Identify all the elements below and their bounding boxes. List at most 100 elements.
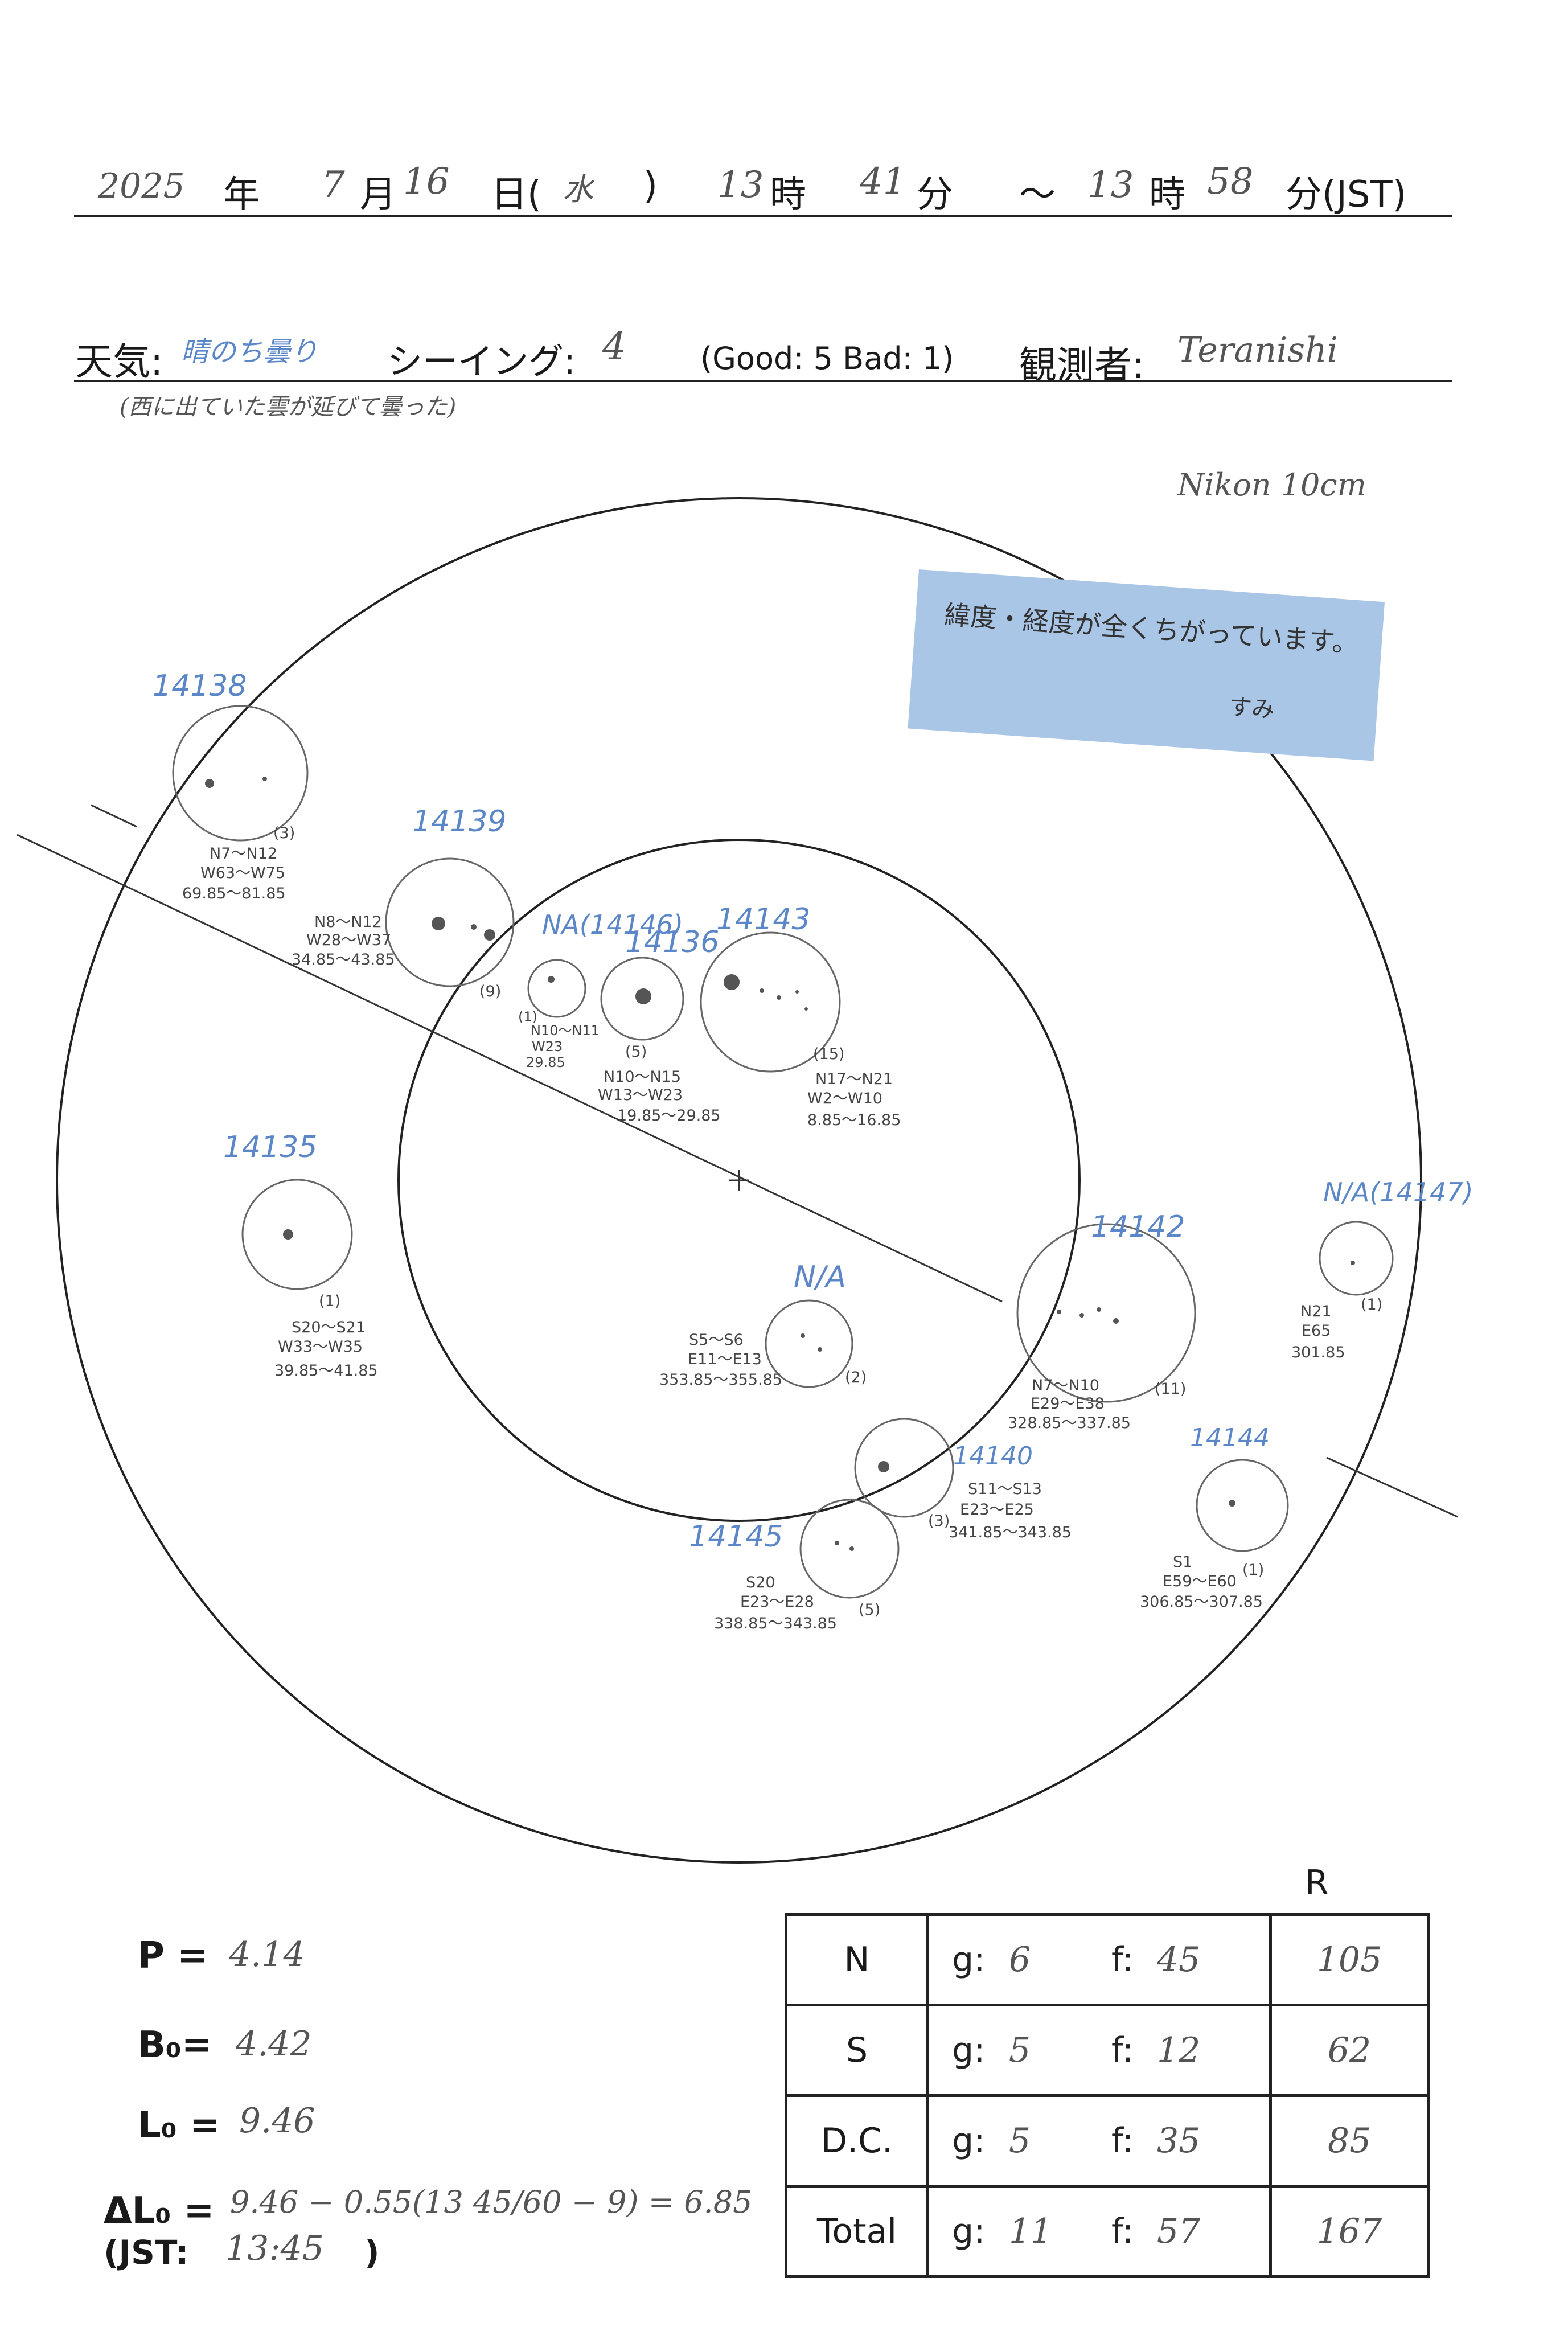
group-circle-14138 [172,705,309,842]
end-min-unit: 分(JST) [1286,174,1407,216]
f-value: 57 [1157,2211,1201,2251]
min-unit: 分 [917,174,953,216]
svg-text:301.85: 301.85 [1291,1344,1345,1361]
svg-text:(11): (11) [1155,1380,1186,1398]
group-label-14136: 14136 [625,925,719,959]
group-circle-14144 [1196,1459,1289,1552]
r-value: 85 [1269,2094,1430,2188]
l0-value: 9.46 [239,2101,315,2141]
svg-text:69.85～81.85: 69.85～81.85 [182,885,286,902]
group-label-14144: 14144 [1190,1423,1270,1452]
seeing-label: シーイング: [387,340,576,382]
p-value: 4.14 [229,1935,305,1975]
year-unit: 年 [223,174,260,216]
group-circle-14136 [600,957,684,1041]
conditions-underline [74,380,1452,382]
r-value: 105 [1269,1913,1430,2006]
row-label: S [785,2004,929,2097]
svg-text:E23～E25: E23～E25 [960,1501,1034,1519]
group-info-14135: (1) S20～S21 W33～W35 39.85～41.85 [274,1292,378,1380]
svg-text:E65: E65 [1302,1322,1331,1340]
axis-mark-west [91,804,137,828]
group-label-14145: 14145 [689,1520,783,1554]
svg-text:N10～N15: N10～N15 [604,1068,681,1086]
weekday-close: ) [643,165,658,207]
weather-value: 晴のち曇り [181,336,318,368]
group-info-na14146: (1) N10～N11 W23 29.85 [518,1009,600,1070]
row-label: N [785,1913,929,2006]
g-prefix: g: [952,2121,986,2161]
svg-text:W23: W23 [532,1039,563,1054]
weekday-value: 水 [563,171,593,207]
g-prefix: g: [952,2030,986,2070]
group-label-14135: 14135 [223,1130,317,1164]
end-min-value: 58 [1207,161,1254,203]
svg-text:W28～W37: W28～W37 [306,931,391,949]
hour-unit: 時 [770,174,806,216]
start-hour-value: 13 [717,164,764,206]
observer-value: Teranishi [1177,330,1338,370]
svg-text:(15): (15) [813,1045,844,1063]
sticky-note: 緯度・経度が全くちがっています。 すみ [908,569,1385,761]
seeing-value: 4 [602,325,626,368]
svg-text:(3): (3) [273,824,295,842]
f-value: 35 [1157,2121,1201,2161]
group-info-14139: (9) N8～N12 W28～W37 34.85～43.85 [292,913,501,1000]
solar-disk-inner [397,839,1081,1522]
svg-text:(2): (2) [845,1369,867,1386]
svg-text:353.85～355.85: 353.85～355.85 [659,1371,782,1389]
svg-text:S1: S1 [1173,1553,1192,1571]
svg-text:N21: N21 [1300,1303,1332,1320]
group-circle-14142 [1016,1223,1196,1403]
day-unit: 日( [491,174,541,216]
svg-text:W2～W10: W2～W10 [807,1090,882,1107]
f-prefix: f: [1111,2030,1134,2070]
group-label-14138: 14138 [153,669,247,703]
equator-line-west [17,834,1003,1303]
equator-line-east [1326,1456,1458,1518]
group-info-14144: (1) S1 E59～E60 306.85～307.85 [1140,1553,1264,1611]
svg-text:(9): (9) [479,983,501,1000]
svg-text:N17～N21: N17～N21 [815,1070,893,1088]
group-circle-14143 [700,931,841,1073]
group-info-14143: (15) N17～N21 W2～W10 8.85～16.85 [807,1045,901,1129]
sticky-note-text: 緯度・経度が全くちがっています。 [943,599,1360,659]
g-prefix: g: [952,1940,986,1980]
svg-text:(5): (5) [625,1043,647,1061]
day-value: 16 [403,161,450,203]
month-value: 7 [322,164,345,206]
svg-text:338.85～343.85: 338.85～343.85 [714,1615,837,1632]
svg-text:E11～E13: E11～E13 [688,1351,762,1368]
svg-text:S20: S20 [746,1574,775,1591]
svg-text:8.85～16.85: 8.85～16.85 [807,1111,901,1129]
sticky-note-signature: すみ [1228,693,1275,724]
group-info-14138: (3) N7～N12 W63～W75 69.85～81.85 [182,824,295,902]
svg-text:34.85～43.85: 34.85～43.85 [292,951,395,968]
start-min-value: 41 [860,161,906,203]
l0-label: L₀ = [138,2104,220,2147]
f-prefix: f: [1111,1940,1134,1980]
svg-text:29.85: 29.85 [526,1054,565,1070]
r-column-header: R [1305,1863,1329,1903]
svg-text:S11～S13: S11～S13 [968,1480,1042,1498]
sunspot-dots [205,777,1355,1551]
svg-text:S5～S6: S5～S6 [689,1331,744,1349]
dl0-label: ΔL₀ = [104,2190,215,2232]
g-value: 5 [1009,2121,1031,2161]
svg-text:19.85～29.85: 19.85～29.85 [617,1107,721,1125]
group-label-14143: 14143 [716,902,810,937]
svg-text:328.85～337.85: 328.85～337.85 [1008,1414,1131,1432]
f-prefix: f: [1111,2211,1134,2251]
group-label-na14147: N/A(14147) [1323,1177,1473,1208]
g-value: 5 [1009,2030,1031,2070]
group-info-14140: (3) S11～S13 E23～E25 341.85～343.85 [928,1480,1072,1541]
g-value: 6 [1009,1940,1031,1980]
jst-value: 13:45 [225,2229,324,2268]
